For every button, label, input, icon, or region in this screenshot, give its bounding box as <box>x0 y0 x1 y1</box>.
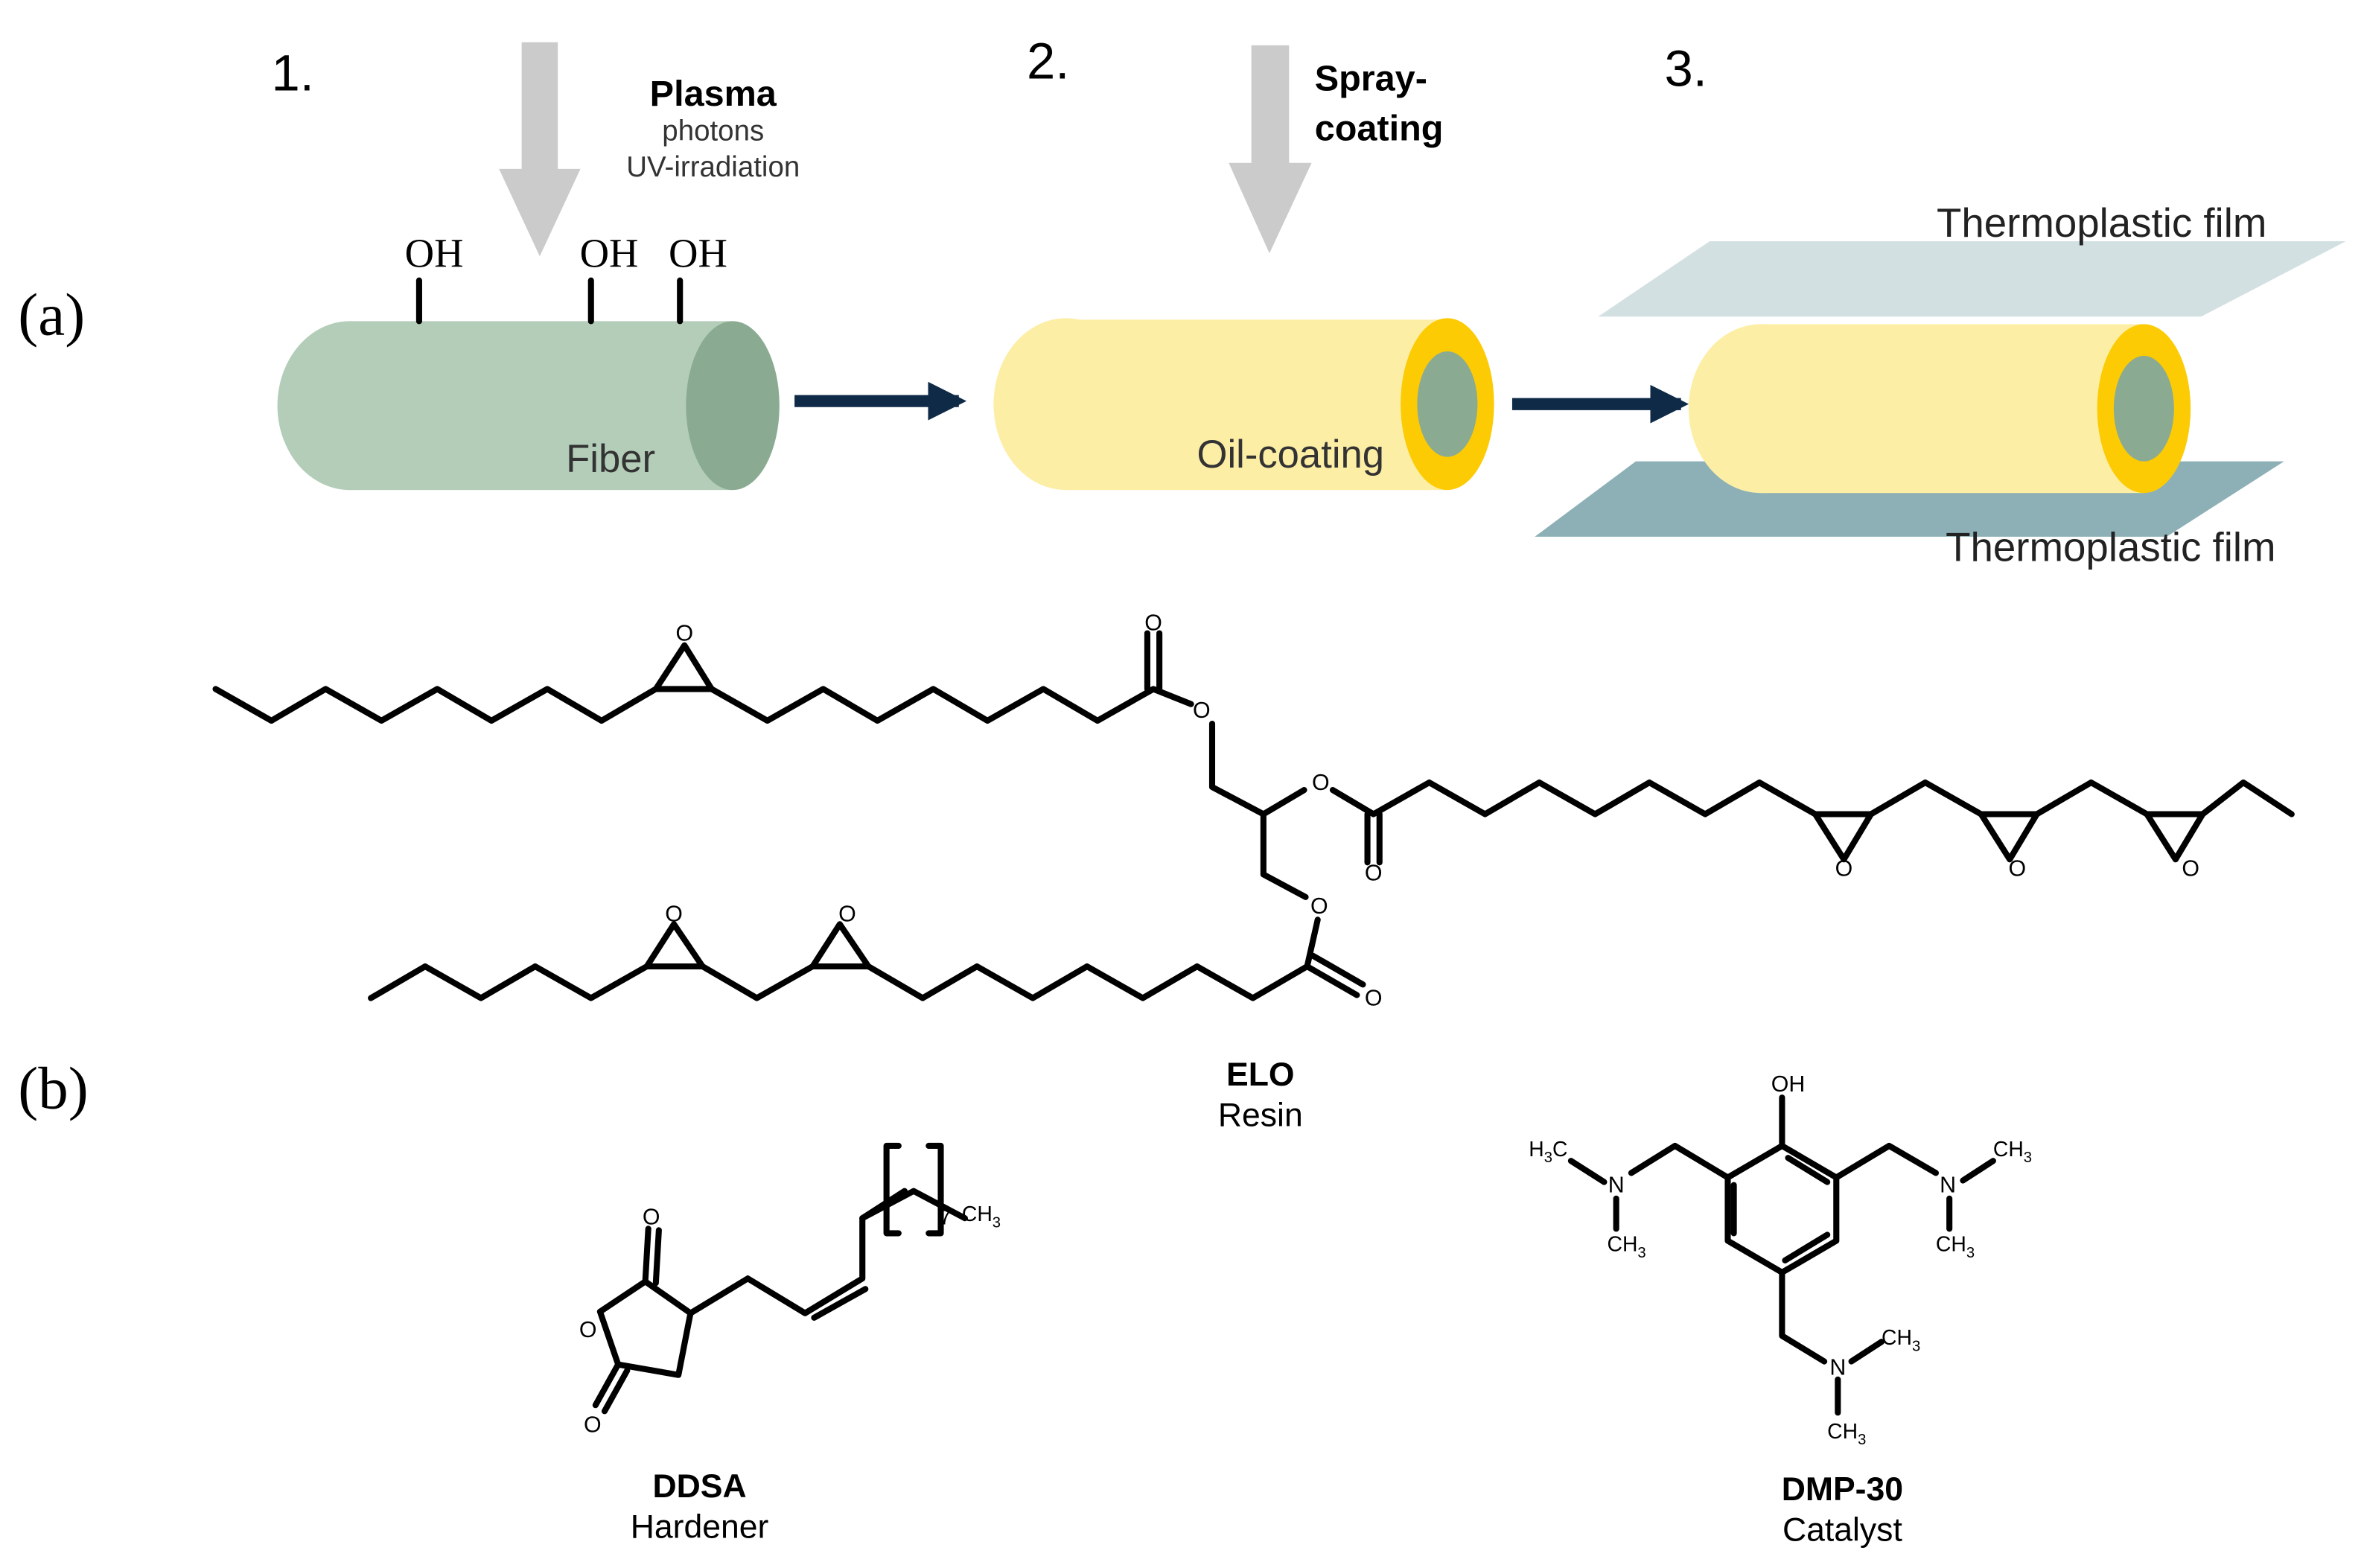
panel-a-label: (a) <box>18 281 85 348</box>
ddsa-oxygen: O <box>643 1205 660 1229</box>
dmp30-methyl: CH3 <box>1827 1420 1866 1448</box>
film-bottom-label: Thermoplastic film <box>1946 524 2275 570</box>
plasma-uv: UV-irradiation <box>626 151 800 183</box>
elo-oxygen: O <box>1365 861 1383 886</box>
dmp30-name: DMP-30 <box>1782 1471 1903 1508</box>
oil-coating-label: Oil-coating <box>1197 433 1385 477</box>
step-2-number: 2. <box>1027 32 1069 89</box>
dmp30-nitrogen: N <box>1608 1173 1625 1198</box>
spray-title-line-1: Spray- <box>1315 59 1427 99</box>
plasma-input-arrow <box>499 42 581 257</box>
dmp30-methyl: CH3 <box>1936 1233 1975 1261</box>
dmp30-methyl: H3C <box>1529 1138 1567 1166</box>
elo-name: ELO <box>1226 1057 1295 1093</box>
step-1-number: 1. <box>271 45 313 102</box>
dmp30-methyl: CH3 <box>1608 1233 1646 1261</box>
elo-oxygen: O <box>2008 857 2026 882</box>
elo-oxygen: O <box>1835 857 1853 882</box>
ddsa-oxygen: O <box>584 1413 602 1438</box>
elo-oxygen: O <box>1365 987 1383 1011</box>
ddsa-methyl: CH3 <box>962 1202 1001 1231</box>
elo-oxygen: O <box>665 902 683 926</box>
ddsa-name: DDSA <box>652 1468 746 1505</box>
hydroxyl-label-1: OH <box>405 230 464 275</box>
dmp30-methyl: CH3 <box>1882 1326 1920 1354</box>
elo-structure: O O O O O O O O O O O O <box>212 611 2295 1011</box>
dmp30-structure: OH N N N H3C CH3 CH3 CH3 CH3 CH3 <box>1529 1072 2032 1448</box>
panel-b-label: (b) <box>18 1054 88 1121</box>
ddsa-role: Hardener <box>631 1508 769 1545</box>
dmp30-hydroxyl: OH <box>1771 1072 1806 1097</box>
plasma-title: Plasma <box>650 74 777 114</box>
elo-oxygen: O <box>1312 771 1330 795</box>
fiber-between-films <box>1688 324 2191 494</box>
hydroxyl-label-3: OH <box>669 230 727 275</box>
thermoplastic-film-top <box>1598 241 2346 317</box>
spray-title-line-2: coating <box>1315 108 1444 148</box>
hydroxyl-groups: OH OH OH <box>405 230 727 325</box>
dmp30-role: Catalyst <box>1782 1511 1902 1548</box>
dmp30-nitrogen: N <box>1829 1356 1846 1380</box>
step-3-number: 3. <box>1664 39 1707 97</box>
oil-coated-fiber <box>993 318 1494 491</box>
elo-oxygen: O <box>1193 698 1211 723</box>
ddsa-oxygen: O <box>579 1318 597 1342</box>
spray-input-arrow <box>1229 45 1312 254</box>
elo-role: Resin <box>1218 1097 1303 1134</box>
fiber-label: Fiber <box>566 437 655 481</box>
elo-oxygen: O <box>1144 611 1162 635</box>
dmp30-methyl: CH3 <box>1993 1138 2032 1166</box>
elo-oxygen: O <box>675 622 693 646</box>
ddsa-repeat-count: 7 <box>940 1205 952 1229</box>
film-top-label: Thermoplastic film <box>1937 200 2266 246</box>
hydroxyl-label-2: OH <box>580 230 639 275</box>
dmp30-nitrogen: N <box>1940 1173 1956 1198</box>
elo-oxygen: O <box>838 902 856 926</box>
plasma-photons: photons <box>662 115 764 147</box>
elo-oxygen: O <box>1310 894 1328 919</box>
elo-oxygen: O <box>2182 857 2199 882</box>
ddsa-structure: O O O 7 CH3 <box>579 1142 1001 1438</box>
fiber-cylinder <box>277 321 780 491</box>
